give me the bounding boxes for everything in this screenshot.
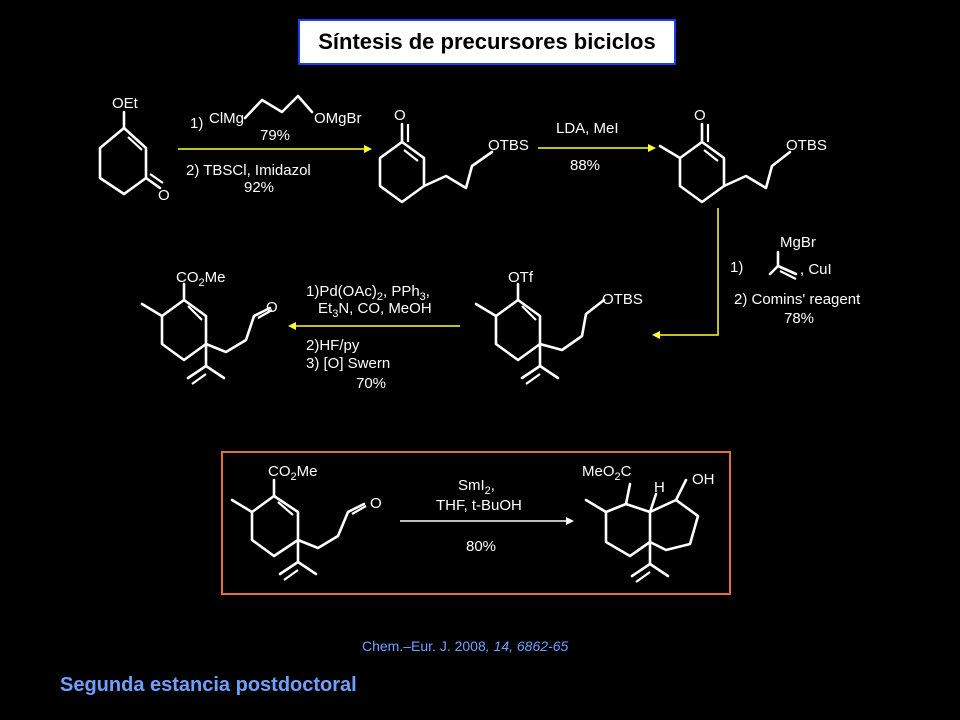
compound-aldehyde-ester: CO2Me O — [140, 269, 278, 385]
step1-reagents: 1) ClMg OMgBr 79% 2) TBSCl, Imidazol 92% — [178, 94, 372, 196]
svg-text:Et3N, CO, MeOH: Et3N, CO, MeOH — [318, 300, 432, 320]
svg-text:O: O — [266, 299, 278, 316]
svg-text:THF, t-BuOH: THF, t-BuOH — [436, 497, 522, 514]
ketone-o-label: O — [158, 187, 170, 204]
svg-text:SmI2,: SmI2, — [458, 477, 495, 497]
svg-text:1)Pd(OAc)2, PPh3,: 1)Pd(OAc)2, PPh3, — [306, 283, 430, 303]
svg-text:79%: 79% — [260, 127, 290, 144]
svg-text:78%: 78% — [784, 310, 814, 327]
footer-caption: Segunda estancia postdoctoral — [60, 674, 357, 696]
compound-bicyclic-product: MeO2C H OH — [582, 463, 715, 583]
key-step-box — [221, 451, 731, 595]
svg-text:OH: OH — [692, 471, 715, 488]
svg-text:O: O — [394, 107, 406, 124]
oet-label: OEt — [112, 95, 139, 112]
svg-text:OTBS: OTBS — [602, 291, 643, 308]
svg-text:1): 1) — [190, 115, 203, 132]
compound-methyl-otbs-enone: O OTBS — [658, 107, 827, 204]
svg-text:70%: 70% — [356, 375, 386, 392]
svg-text:LDA, MeI: LDA, MeI — [556, 120, 619, 137]
step4-reagents: 1)Pd(OAc)2, PPh3, Et3N, CO, MeOH 2)HF/py… — [288, 283, 460, 392]
svg-text:MgBr: MgBr — [780, 234, 816, 251]
svg-text:3) [O] Swern: 3) [O] Swern — [306, 355, 390, 372]
svg-text:CO2Me: CO2Me — [176, 269, 225, 289]
svg-text:OTBS: OTBS — [488, 137, 529, 154]
svg-text:ClMg: ClMg — [209, 110, 244, 127]
svg-text:2)HF/py: 2)HF/py — [306, 337, 360, 354]
step3-reagents: MgBr 1) , CuI 2) Comins' reagent 78% — [652, 208, 861, 339]
svg-text:OTBS: OTBS — [786, 137, 827, 154]
svg-text:O: O — [370, 495, 382, 512]
svg-text:OTf: OTf — [508, 269, 534, 286]
citation: Chem.–Eur. J. 2008, 14, 6862-65 — [362, 638, 569, 654]
page-title: Síntesis de precursores biciclos — [298, 19, 676, 65]
svg-text:92%: 92% — [244, 179, 274, 196]
svg-text:1): 1) — [730, 259, 743, 276]
step5-reagents: SmI2, THF, t-BuOH 80% — [400, 477, 574, 555]
svg-text:2) TBSCl, Imidazol: 2) TBSCl, Imidazol — [186, 162, 311, 179]
reaction-arrow-3 — [660, 208, 719, 336]
svg-text:88%: 88% — [570, 157, 600, 174]
compound-ethoxy-enone: OEt O — [98, 95, 170, 204]
svg-text:H: H — [654, 479, 665, 496]
svg-text:80%: 80% — [466, 538, 496, 555]
svg-text:MeO2C: MeO2C — [582, 463, 632, 483]
svg-text:OMgBr: OMgBr — [314, 110, 362, 127]
svg-text:CO2Me: CO2Me — [268, 463, 317, 483]
compound-aldehyde-ester-boxed: CO2Me O — [230, 463, 382, 581]
svg-text:O: O — [694, 107, 706, 124]
compound-otbs-enone: O OTBS — [378, 107, 529, 204]
svg-text:, CuI: , CuI — [800, 261, 832, 278]
svg-text:2) Comins' reagent: 2) Comins' reagent — [734, 291, 861, 308]
step2-reagents: LDA, MeI 88% — [538, 120, 656, 174]
compound-enol-triflate: OTf OTBS — [474, 269, 643, 385]
